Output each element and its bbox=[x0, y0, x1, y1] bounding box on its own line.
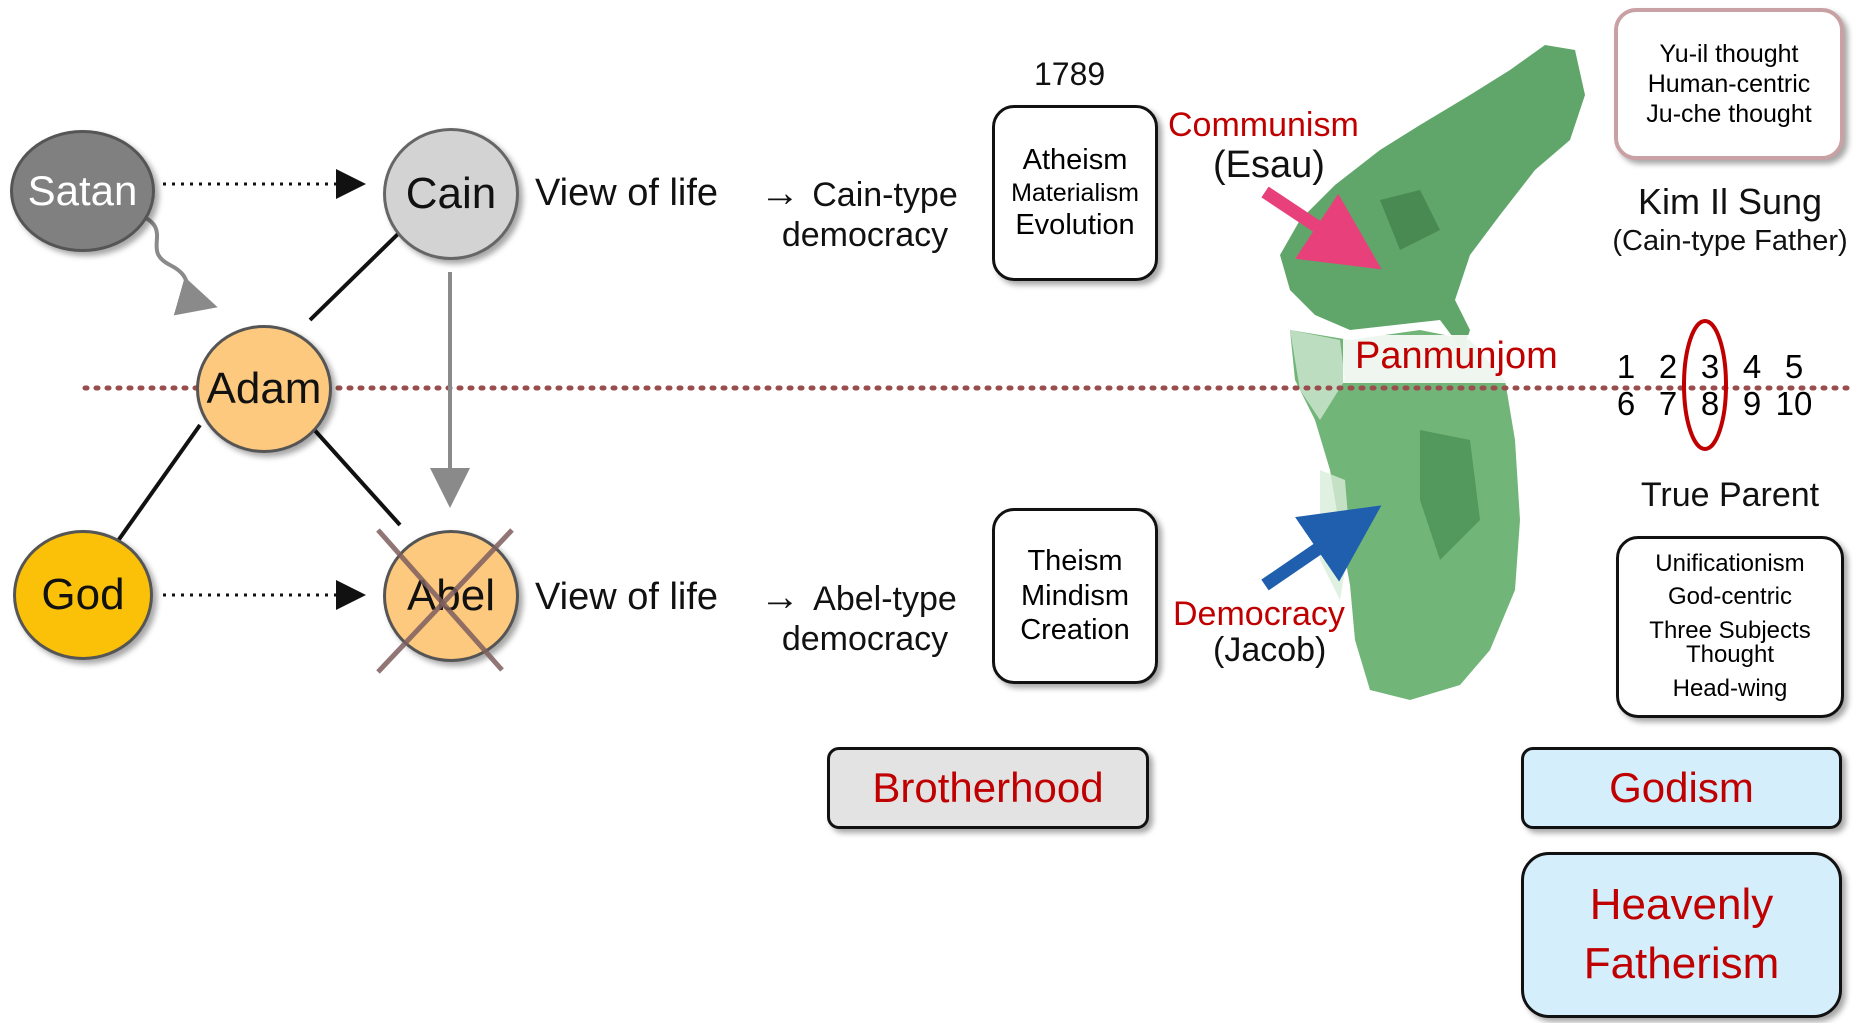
number-cell: 3 bbox=[1700, 348, 1720, 385]
democracy-arrow bbox=[1261, 505, 1382, 591]
abel-type-line1: Abel-type bbox=[813, 580, 957, 618]
abel-belief-3: Creation bbox=[1020, 614, 1130, 647]
cain-belief-2: Materialism bbox=[1011, 179, 1139, 207]
leader-name: Kim Il Sung bbox=[1637, 181, 1823, 222]
satan-node: Satan bbox=[10, 130, 155, 252]
unification-item-5: Head-wing bbox=[1672, 675, 1788, 703]
number-cell: 8 bbox=[1700, 385, 1720, 422]
democracy-label: Democracy bbox=[1173, 595, 1345, 633]
number-cell: 2 bbox=[1658, 348, 1678, 385]
adam-label: Adam bbox=[206, 363, 322, 413]
god-label: God bbox=[41, 569, 125, 619]
abel-arrow-glyph: → bbox=[760, 575, 800, 619]
leader-role: (Cain-type Father) bbox=[1612, 225, 1848, 257]
unification-item-1: Unificationism bbox=[1655, 549, 1805, 577]
cain-node: Cain bbox=[383, 128, 519, 260]
abel-belief-1: Theism bbox=[1027, 544, 1123, 577]
numbers-row-1: 1 2 3 4 5 bbox=[1605, 350, 1825, 383]
adam-god-line bbox=[113, 423, 202, 547]
true-parent-label: True Parent bbox=[1640, 476, 1820, 514]
cain-type-line2: democracy bbox=[781, 215, 949, 254]
communism-arrow bbox=[1261, 186, 1382, 270]
godism-label: Godism bbox=[1609, 763, 1754, 811]
adam-cain-line bbox=[308, 230, 402, 322]
god-node: God bbox=[13, 530, 153, 660]
godism-box: Godism bbox=[1521, 747, 1842, 829]
cain-arrow-glyph: → bbox=[760, 171, 800, 215]
heavenly-fatherism-box: Heavenly Fatherism bbox=[1521, 852, 1842, 1018]
satan-label: Satan bbox=[27, 166, 138, 214]
cain-belief-3: Evolution bbox=[1015, 209, 1135, 241]
highlight-ellipse bbox=[1682, 319, 1728, 451]
abel-belief-2: Mindism bbox=[1021, 579, 1129, 612]
number-cell: 1 bbox=[1616, 348, 1636, 385]
number-cell: 9 bbox=[1742, 385, 1762, 422]
cain-view-of-life: View of life bbox=[535, 172, 719, 214]
cain-type-line1: Cain-type bbox=[812, 176, 958, 214]
esau-label: (Esau) bbox=[1213, 144, 1325, 186]
number-cell: 7 bbox=[1658, 385, 1678, 422]
adam-node: Adam bbox=[196, 325, 332, 453]
cain-type-label: Cain-type democracy bbox=[770, 176, 960, 254]
year-label: 1789 bbox=[1034, 56, 1106, 92]
satan-adam-wavy-arrow bbox=[139, 213, 218, 316]
number-cell: 4 bbox=[1742, 348, 1762, 385]
heavenly-line-2: Fatherism bbox=[1583, 939, 1780, 988]
abel-view-of-life: View of life bbox=[535, 576, 719, 618]
abel-type-line2: democracy bbox=[781, 619, 949, 658]
abel-label: Abel bbox=[406, 570, 496, 620]
brotherhood-box: Brotherhood bbox=[827, 747, 1149, 829]
juche-item-3: Ju-che thought bbox=[1646, 100, 1812, 128]
numbers-grid: 1 2 3 4 5 6 7 8 9 10 bbox=[1605, 350, 1825, 420]
abel-node: Abel bbox=[383, 530, 519, 662]
cain-belief-box: Atheism Materialism Evolution bbox=[992, 105, 1158, 281]
panmunjom-label: Panmunjom bbox=[1343, 335, 1570, 383]
abel-type-label: Abel-type democracy bbox=[770, 580, 960, 658]
number-cell: 6 bbox=[1616, 385, 1636, 422]
abel-belief-box: Theism Mindism Creation bbox=[992, 508, 1158, 684]
unification-item-3: Three Subjects bbox=[1649, 617, 1811, 645]
cain-label: Cain bbox=[405, 168, 497, 218]
cain-belief-1: Atheism bbox=[1022, 144, 1128, 177]
adam-abel-line bbox=[308, 423, 402, 527]
unification-item-4: Thought bbox=[1685, 641, 1775, 669]
brotherhood-label: Brotherhood bbox=[872, 763, 1104, 811]
heavenly-line-1: Heavenly bbox=[1589, 880, 1774, 930]
communism-label: Communism bbox=[1168, 106, 1359, 144]
number-cell: 10 bbox=[1775, 385, 1813, 422]
juche-box: Yu-il thought Human-centric Ju-che thoug… bbox=[1614, 8, 1844, 160]
number-cell: 5 bbox=[1784, 348, 1804, 385]
numbers-row-2: 6 7 8 9 10 bbox=[1605, 387, 1825, 420]
unification-item-2: God-centric bbox=[1667, 582, 1793, 610]
juche-item-1: Yu-il thought bbox=[1659, 40, 1799, 68]
jacob-label: (Jacob) bbox=[1213, 631, 1327, 669]
unification-box: Unificationism God-centric Three Subject… bbox=[1616, 536, 1844, 718]
juche-item-2: Human-centric bbox=[1647, 70, 1811, 98]
